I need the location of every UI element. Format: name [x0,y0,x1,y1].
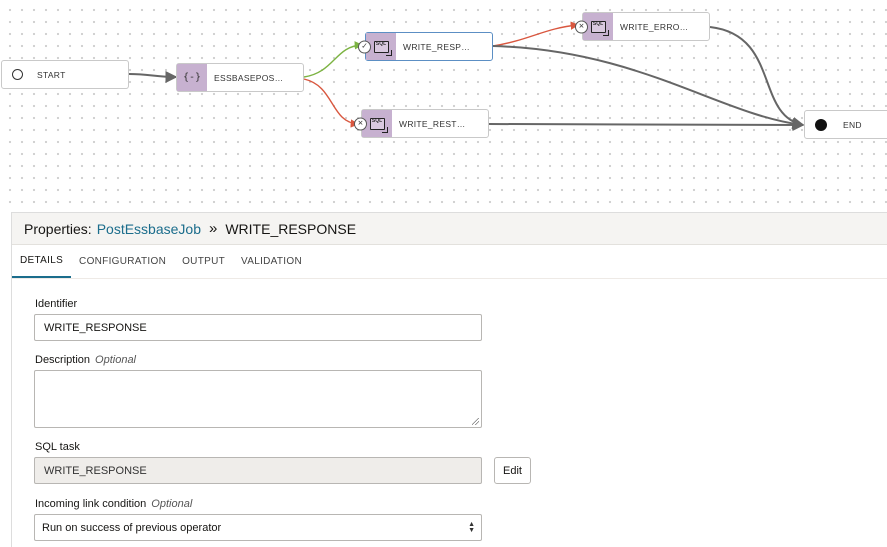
sql-task-tile: SQL × [354,110,392,137]
sql-task-value: WRITE_RESPONSE [44,464,147,477]
start-circle-icon [12,69,23,80]
resize-handle-icon[interactable] [472,418,479,425]
node-write-erro[interactable]: SQL × WRITE_ERRO… [575,12,710,41]
properties-header: Properties: PostEssbaseJob » WRITE_RESPO… [12,213,887,245]
node-write-resp-label: WRITE_RESP… [403,41,471,52]
failure-x-icon: × [354,117,367,130]
sql-task-tile: SQL × [575,13,613,40]
sql-task-label: SQL task [35,441,80,453]
node-essbase[interactable]: {-} ESSBASEPOS… [176,63,304,92]
sql-task-icon: SQL [590,20,609,36]
tab-configuration[interactable]: CONFIGURATION [79,256,167,267]
sql-task-icon: SQL [369,117,388,133]
link-writeerro-end [709,26,805,129]
failure-x-icon: × [575,20,588,33]
properties-panel: Properties: PostEssbaseJob » WRITE_RESPO… [11,212,887,547]
end-circle-icon [815,118,827,131]
sql-task-icon: SQL [373,40,392,56]
link-start-essbase [128,70,178,83]
description-optional: Optional [95,354,137,366]
node-end[interactable]: END [804,110,887,139]
link-condition-value: Run on success of previous operator [42,521,222,534]
identifier-input[interactable]: WRITE_RESPONSE [34,314,482,341]
link-writeresp-writeerro [492,21,580,47]
identifier-label: Identifier [35,298,78,310]
properties-tabs: DETAILS CONFIGURATION OUTPUT VALIDATION [12,245,887,279]
node-end-label: END [843,119,862,130]
success-check-icon: ✓ [358,40,371,53]
node-write-rest[interactable]: SQL × WRITE_REST… [354,109,489,138]
link-condition-select[interactable]: Run on success of previous operator ▲▼ [34,514,482,541]
sql-task-field: WRITE_RESPONSE [34,457,482,484]
node-write-erro-label: WRITE_ERRO… [620,21,689,32]
tab-validation[interactable]: VALIDATION [241,256,302,267]
link-writerest-end [488,118,805,131]
pipeline-links [128,21,805,131]
link-essbase-writeresp [303,41,364,78]
node-write-resp[interactable]: SQL ✓ WRITE_RESP… [358,32,493,61]
link-writeresp-end [492,45,805,130]
tab-output[interactable]: OUTPUT [182,256,226,267]
properties-title-prefix: Properties: [24,220,92,237]
breadcrumb-separator: » [209,220,218,237]
description-textarea[interactable] [34,370,482,428]
node-write-rest-label: WRITE_REST… [399,118,466,129]
sql-task-tile: SQL ✓ [358,33,396,60]
node-essbase-label: ESSBASEPOS… [214,72,284,83]
node-start-label: START [37,69,66,80]
pipeline-canvas[interactable]: START {-} ESSBASEPOS… SQL ✓ WRITE_RESP… … [0,0,887,212]
link-essbase-writerest [303,78,360,128]
edit-sql-task-button[interactable]: Edit [494,457,531,484]
identifier-value: WRITE_RESPONSE [44,321,147,334]
tab-details[interactable]: DETAILS [12,245,72,278]
expression-icon: {-} [177,64,207,91]
job-link[interactable]: PostEssbaseJob [96,220,201,237]
node-start[interactable]: START [1,60,129,89]
selected-operator-name: WRITE_RESPONSE [225,220,357,237]
link-condition-optional: Optional [151,498,193,510]
select-updown-icon: ▲▼ [468,520,475,534]
